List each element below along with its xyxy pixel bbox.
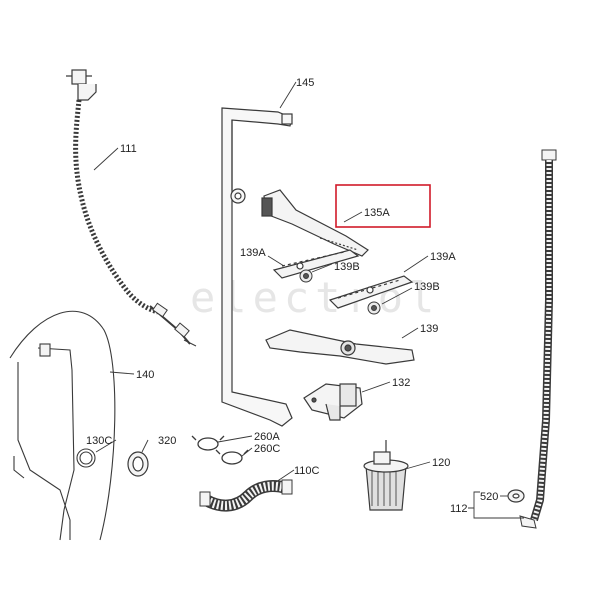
part-260A-clamp [191, 435, 225, 451]
part-111-inlet-hose [66, 69, 197, 347]
label-139B-right: 139B [414, 281, 440, 293]
label-260C: 260C [254, 443, 280, 455]
label-145: 145 [296, 77, 314, 89]
part-139B-left-nozzle [299, 269, 313, 283]
label-520: 520 [480, 491, 498, 503]
label-110C: 110C [294, 465, 320, 477]
label-112: 112 [450, 503, 468, 515]
part-260C-clamp [215, 449, 249, 465]
label-130C: 130C [86, 435, 112, 447]
part-520-clip [507, 489, 525, 503]
label-132: 132 [392, 377, 410, 389]
label-135A: 135A [364, 207, 390, 219]
part-110C-drain-hose [199, 479, 293, 512]
part-145-supply-pipe [221, 107, 293, 427]
part-140-tub-section [9, 310, 116, 541]
part-112-drain-hose [519, 149, 557, 529]
label-140: 140 [136, 369, 154, 381]
label-320: 320 [158, 435, 176, 447]
label-260A: 260A [254, 431, 280, 443]
label-139A-left: 139A [240, 247, 266, 259]
part-139A-right-spray-arm [328, 275, 414, 309]
label-139A-right: 139A [430, 251, 456, 263]
part-320-ring-nut [127, 451, 149, 477]
label-139: 139 [420, 323, 438, 335]
label-139B-left: 139B [334, 261, 360, 273]
highlight-box [335, 184, 431, 228]
label-120: 120 [432, 457, 450, 469]
part-139-lower-spray-arm [265, 329, 415, 365]
part-120-filter [363, 440, 409, 511]
part-139B-right-nozzle [367, 301, 381, 315]
part-139A-left-spray-arm [272, 249, 360, 279]
part-135A-spray-arm-holder [261, 189, 369, 257]
label-111: 111 [120, 143, 137, 155]
part-132-support [303, 383, 363, 421]
leader-lines [93, 81, 524, 519]
